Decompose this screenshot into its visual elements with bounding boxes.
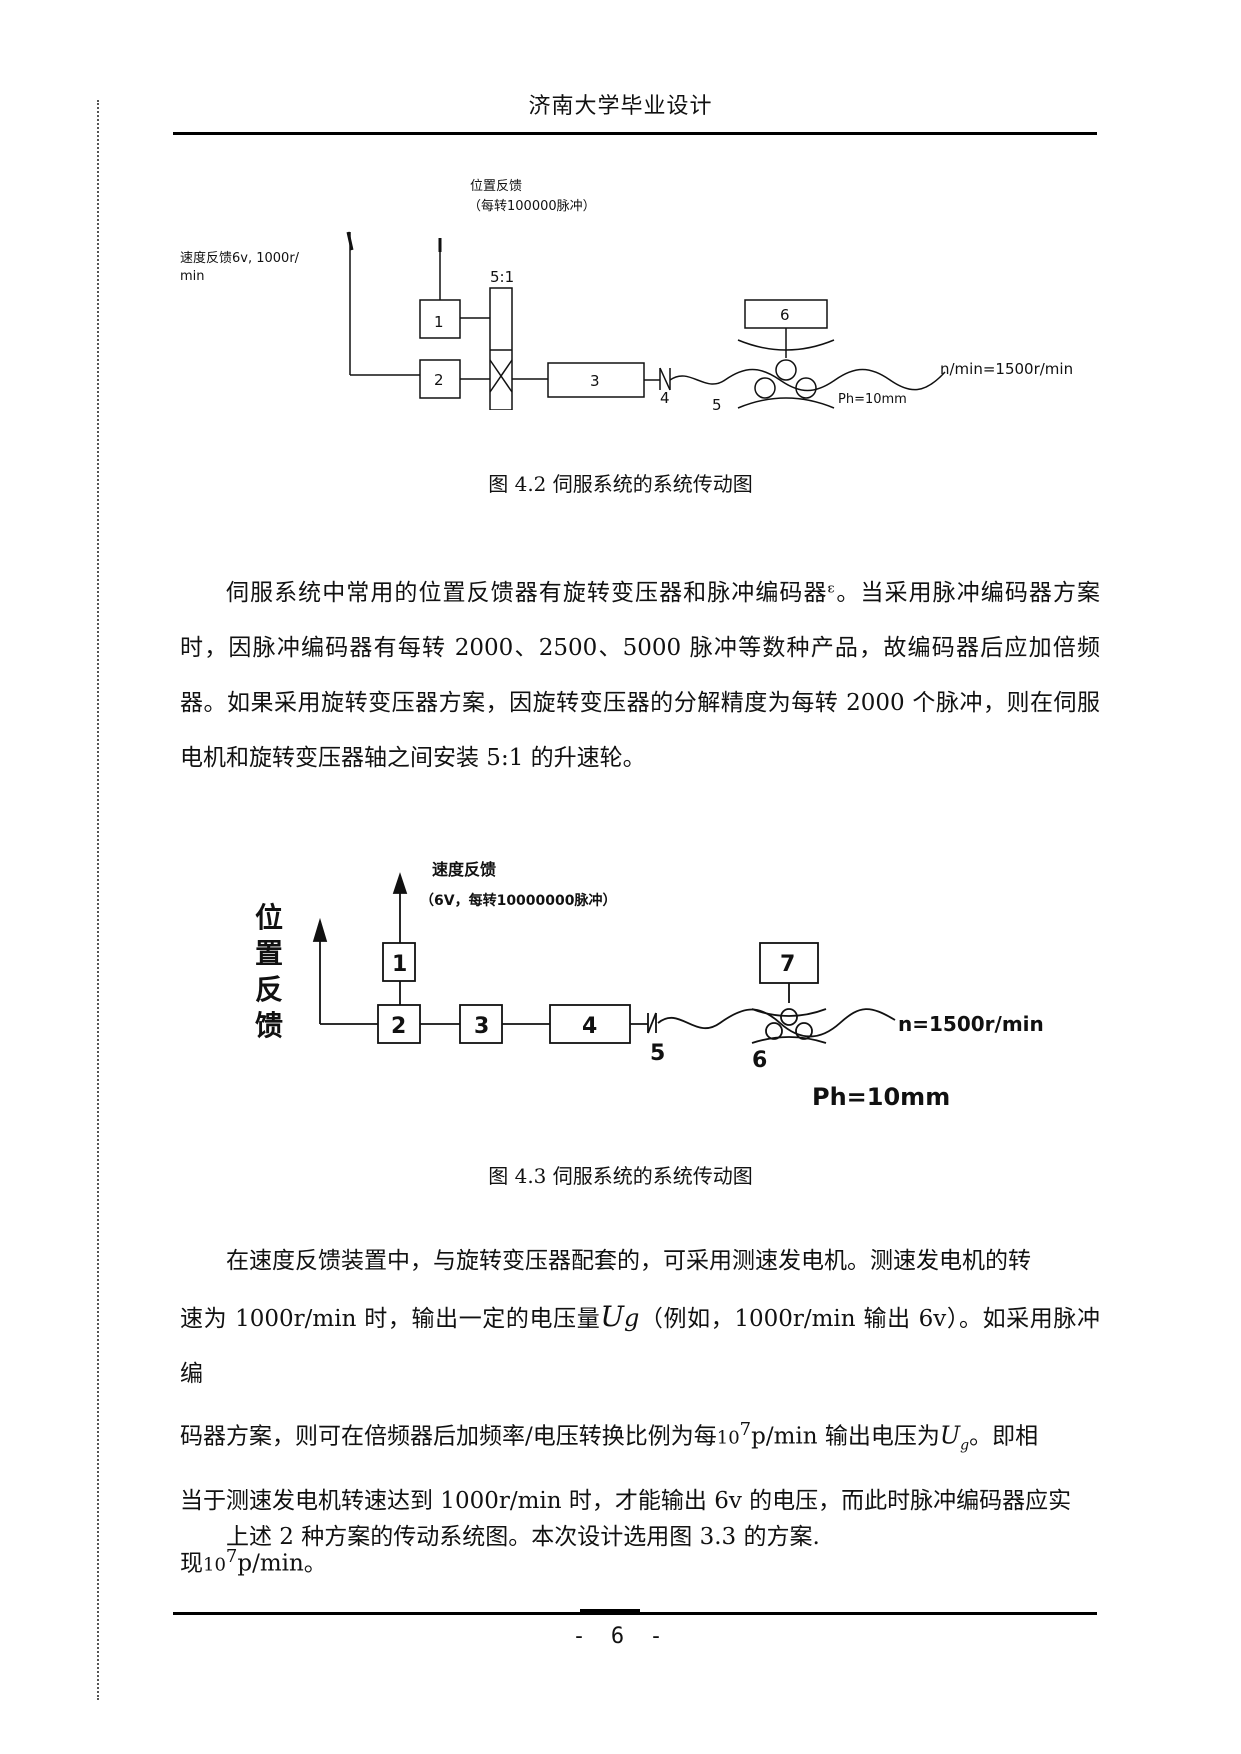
var-g: g	[623, 1304, 640, 1332]
page-header-title: 济南大学毕业设计	[528, 94, 713, 119]
fig2-label-position-char-1: 位	[255, 901, 283, 934]
fig1-label-ph: Ph=10mm	[838, 392, 907, 407]
page-number: - 6 -	[572, 1624, 669, 1649]
footer-rule	[173, 1612, 1097, 1615]
fig2-label-6: 6	[752, 1048, 767, 1073]
para2-line-2: 速为 1000r/min 时，输出一定的电压量Ug（例如，1000r/min 输…	[180, 1289, 1100, 1402]
fig1-box-3-label: 3	[590, 372, 600, 390]
para2-line-2a: 速为 1000r/min 时，输出一定的电压量	[180, 1306, 601, 1332]
fig2-box-2-label: 2	[391, 1014, 406, 1039]
fig2-label-speed-fb-sub: （6V，每转10000000脉冲）	[420, 892, 617, 909]
power-exp: 7	[739, 1419, 752, 1440]
figure-4-2-diagram: 位置反馈 （每转100000脉冲） 速度反馈6v, 1000r/ min 5:1…	[180, 179, 1073, 410]
fig1-box-2-label: 2	[434, 371, 444, 389]
fig2-box-3-label: 3	[474, 1014, 489, 1039]
fig1-box-6-label: 6	[780, 306, 790, 324]
var-U: U	[600, 1300, 624, 1333]
fig1-label-5: 5	[712, 396, 722, 410]
para2-line-2b: （例如，1000r/min 输出 6v）。如采用脉冲编	[180, 1306, 1100, 1387]
fig1-label-speed-1: 速度反馈6v, 1000r/	[180, 250, 300, 266]
fig2-label-speed-out: n=1500r/min	[898, 1012, 1044, 1036]
para2-line-3c: 。即相	[969, 1423, 1039, 1450]
fig2-label-speed-fb: 速度反馈	[432, 860, 496, 879]
fig1-label-speed-2: min	[180, 269, 205, 284]
para2-line-1: 在速度反馈装置中，与旋转变压器配套的，可采用测速发电机。测速发电机的转	[226, 1248, 1031, 1274]
para2-line-3b: p/min 输出电压为	[751, 1423, 940, 1450]
fig2-box-4-label: 4	[582, 1014, 597, 1039]
para2-line-5: 现107p/min。	[180, 1529, 1100, 1593]
fig1-label-position: 位置反馈	[470, 179, 522, 194]
figure-4-3-diagram: 速度反馈 （6V，每转10000000脉冲） 位 置 反 馈 1 2 3 4 7…	[255, 860, 1044, 1111]
fig1-label-position-sub: （每转100000脉冲）	[468, 198, 596, 214]
paragraph-speed-feedback: 在速度反馈装置中，与旋转变压器配套的，可采用测速发电机。测速发电机的转 速为 1…	[180, 1234, 1100, 1592]
power-base-2: 10	[203, 1554, 226, 1576]
power-base: 10	[716, 1427, 740, 1449]
para2-line-3a: 码器方案，则可在倍频器后加频率/电压转换比例为每	[180, 1423, 717, 1450]
var-U-2: U	[939, 1421, 961, 1450]
fig2-label-5: 5	[650, 1041, 665, 1066]
paragraph-position-feedback: 伺服系统中常用的位置反馈器有旋转变压器和脉冲编码器ᵋ。当采用脉冲编码器方案时，因…	[180, 580, 1100, 771]
fig2-label-ph: Ph=10mm	[812, 1083, 950, 1111]
fig2-box-7-label: 7	[780, 952, 795, 977]
fig1-label-ratio: 5:1	[490, 268, 514, 286]
figure-4-3-caption: 图 4.3 伺服系统的系统传动图	[488, 1164, 753, 1188]
fig1-label-4: 4	[660, 389, 670, 407]
fig2-box-1-label: 1	[392, 952, 407, 977]
para2-line-4: 当于测速发电机转速达到 1000r/min 时，才能输出 6v 的电压，而此时脉…	[180, 1487, 1072, 1514]
power-exp-2: 7	[225, 1545, 238, 1567]
fig2-label-position-char-4: 馈	[255, 1009, 283, 1042]
fig1-box-1-label: 1	[434, 313, 444, 331]
var-g-sub: g	[960, 1437, 970, 1454]
para2-line-5b: p/min。	[237, 1550, 327, 1577]
fig1-label-speed-out: n/min=1500r/min	[940, 360, 1073, 378]
header-rule	[173, 132, 1097, 135]
figure-4-2-caption: 图 4.2 伺服系统的系统传动图	[488, 472, 753, 496]
para2-line-3: 码器方案，则可在倍频器后加频率/电压转换比例为每107p/min 输出电压为Ug…	[180, 1402, 1100, 1474]
footer-rule-tick	[580, 1609, 640, 1612]
binding-margin-line	[97, 100, 99, 1700]
para2-line-5a: 现	[180, 1550, 203, 1577]
paragraph-conclusion: 上述 2 种方案的传动系统图。本次设计选用图 3.3 的方案.	[226, 1524, 820, 1550]
fig2-label-position-char-3: 反	[255, 973, 283, 1006]
fig2-label-position-char-2: 置	[255, 937, 283, 970]
